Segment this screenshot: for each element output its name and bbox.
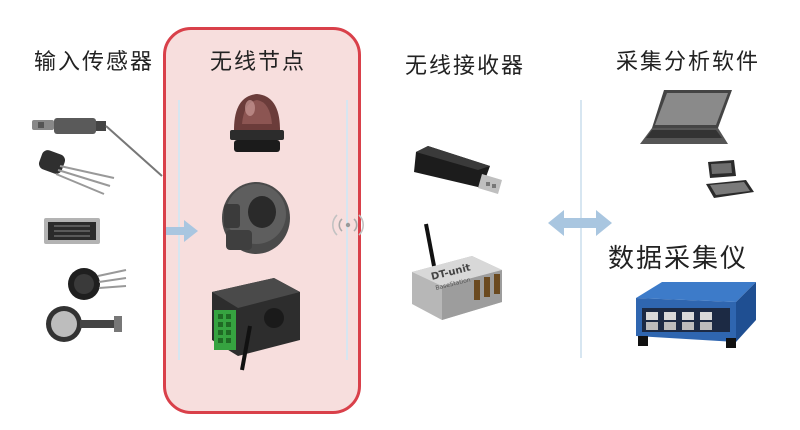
usb-receiver-icon (414, 146, 502, 194)
terminal-node-icon (212, 278, 300, 371)
divider-right-in-box (346, 100, 348, 360)
title-wireless-receiver: 无线接收器 (405, 54, 526, 79)
wireless-signal-icon (332, 214, 364, 236)
clamp-node-icon (222, 182, 290, 254)
daq-device-icon (636, 282, 756, 348)
temperature-probe-icon (32, 118, 163, 177)
base-station-icon: DT-unit BaseStation (412, 223, 502, 320)
tablet-icon (706, 160, 754, 198)
force-sensor-icon (46, 306, 122, 342)
title-analysis-software: 采集分析软件 (616, 50, 761, 75)
title-input-sensors: 输入传感器 (34, 50, 155, 75)
title-wireless-nodes: 无线节点 (210, 50, 307, 75)
title-data-acquisition: 数据采集仪 (608, 244, 749, 274)
arrow-right-icon (166, 220, 198, 242)
divider-software (580, 100, 582, 358)
thermistor-icon (38, 150, 115, 195)
laptop-icon (640, 90, 732, 144)
pressure-sensor-icon (68, 268, 127, 300)
strain-gauge-icon (44, 218, 100, 244)
double-arrow-icon (548, 210, 612, 236)
beacon-node-icon (230, 94, 284, 152)
